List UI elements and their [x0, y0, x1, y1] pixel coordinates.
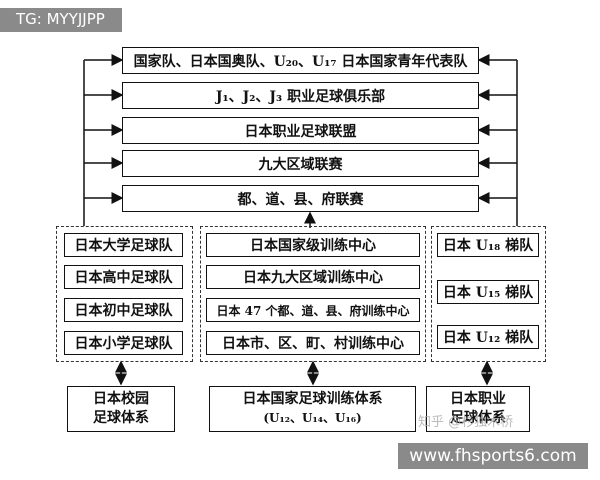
school-team-elementary: 日本小学足球队: [64, 331, 183, 355]
training-center-municipal: 日本市、区、町、村训练中心: [206, 331, 420, 355]
school-teams-group: [56, 226, 193, 362]
training-centers-group: [200, 226, 426, 362]
level-prefectural-leagues: 都、道、县、府联赛: [122, 185, 479, 212]
system-school-football: 日本校园 足球体系: [67, 386, 175, 432]
age-teams-group: [431, 226, 546, 362]
training-center-national: 日本国家级训练中心: [206, 233, 420, 257]
system-school-line1: 日本校园: [93, 391, 149, 407]
age-team-u12: 日本 U₁₂ 梯队: [437, 325, 539, 349]
level-regional-leagues: 九大区域联赛: [122, 150, 479, 177]
training-center-prefectural: 日本 47 个都、道、县、府训练中心: [206, 298, 420, 322]
system-national-line1: 日本国家足球训练体系: [242, 391, 383, 407]
school-team-university: 日本大学足球队: [64, 233, 183, 257]
system-pro-line1: 日本职业: [450, 391, 506, 407]
system-pro-football: 日本职业 足球体系: [426, 386, 530, 432]
age-team-u18: 日本 U₁₈ 梯队: [437, 233, 539, 257]
level-j-league-clubs: J₁、J₂、J₃ 职业足球俱乐部: [122, 82, 479, 109]
school-team-junior-high: 日本初中足球队: [64, 298, 183, 322]
system-national-training: 日本国家足球训练体系 (U₁₂、U₁₄、U₁₆): [209, 386, 416, 432]
age-team-u15: 日本 U₁₅ 梯队: [437, 280, 539, 304]
level-pro-league: 日本职业足球联盟: [122, 117, 479, 144]
school-team-high-school: 日本高中足球队: [64, 265, 183, 289]
system-pro-line2: 足球体系: [450, 410, 506, 426]
level-national-teams: 国家队、日本国奥队、U₂₀、U₁₇ 日本国家青年代表队: [122, 47, 479, 74]
system-school-line2: 足球体系: [93, 410, 149, 426]
training-center-regional: 日本九大区域训练中心: [206, 265, 420, 289]
system-national-line2: (U₁₂、U₁₄、U₁₆): [263, 411, 362, 425]
watermark-top-left: TG: MYYJJPP: [0, 8, 122, 32]
watermark-bottom-right: www.fhsports6.com: [398, 443, 588, 469]
watermark-zhihu: 知乎 @杉独木桥: [418, 415, 514, 430]
